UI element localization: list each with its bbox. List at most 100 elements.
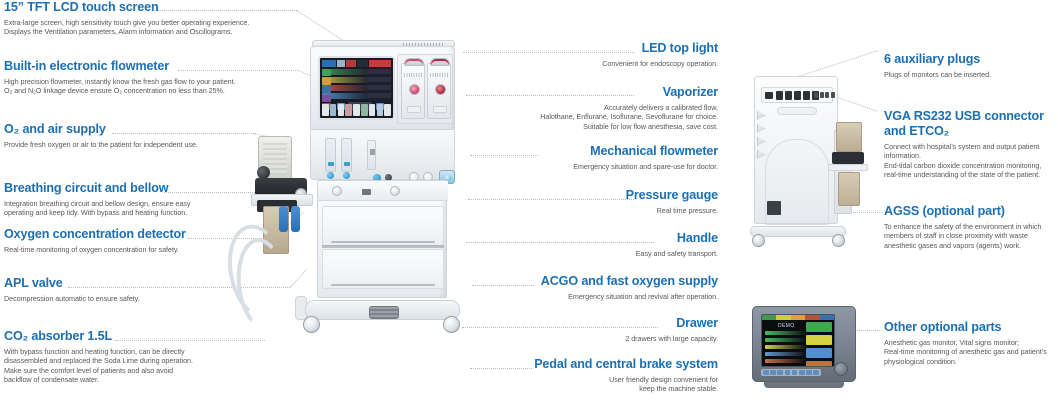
cabinet-work-surface: [318, 181, 448, 201]
auxiliary-plugs-group: [776, 91, 819, 100]
screen-numeric-panel: [367, 69, 391, 101]
vaporizer-bay: [397, 54, 453, 124]
vga-rs232-usb-port-group: [814, 92, 835, 98]
callout-title: VGA RS232 USB connector and ETCO₂: [884, 109, 1044, 138]
flowmeter-knob-2: [343, 172, 350, 179]
machine-cabinet: [317, 180, 448, 298]
callout-title: Built-in electronic flowmeter: [4, 59, 169, 73]
agss-manifold: [832, 152, 864, 164]
callout-title: Vaporizer: [662, 85, 719, 99]
callout-acgo-and-fast-oxygen-supply: ACGO and fast oxygen supply Emergency si…: [440, 274, 718, 301]
monitor-screen: DEMO: [761, 314, 835, 367]
vaporizer-label: [404, 73, 422, 77]
rs232-port: [819, 92, 824, 98]
rear-service-hatch: [767, 201, 781, 215]
breathing-circuit-connector-1: [279, 206, 288, 232]
auxiliary-plug: [776, 91, 783, 100]
etco2-port: [830, 92, 835, 98]
callout-description: Easy and safety transport.: [635, 248, 718, 258]
cabinet-knob-right: [390, 186, 400, 196]
screen-center-field: [348, 102, 372, 111]
callout-title: Drawer: [676, 316, 718, 330]
callout-title: ACGO and fast oxygen supply: [540, 274, 718, 288]
callout-description: Provide fresh oxygen or air to the patie…: [4, 139, 198, 149]
screen-waveforms: [322, 69, 370, 101]
callout-led-top-light: LED top light Convenient for endoscopy o…: [440, 41, 718, 68]
drawer-lower: [322, 249, 444, 289]
callout-tft-lcd-touch-screen: 15” TFT LCD touch screen Extra-large scr…: [4, 0, 304, 37]
main-power-inlet: [765, 92, 773, 99]
vaporizer-unit-2: [427, 58, 451, 119]
rear-machine-base: [750, 226, 846, 237]
callout-description: Real-time monitoring of oxygen concentra…: [4, 244, 179, 254]
callout-title: AGSS (optional part): [884, 204, 1005, 218]
callout-other-optional-parts: Other optional parts Anesthetic gas moni…: [884, 320, 1058, 366]
callout-description: Anesthetic gas monitor, Vital signs moni…: [884, 337, 1047, 366]
monitor-stand: [764, 382, 844, 388]
vaporizer-sight-glass: [433, 106, 447, 113]
rear-caster-wheel-right: [832, 234, 845, 247]
callout-description: Emergency situation and spare-use for do…: [573, 161, 718, 171]
hose-hooks: [757, 111, 766, 163]
callout-title: Pressure gauge: [625, 188, 719, 202]
rear-machine-body: [754, 76, 838, 225]
monitor-button-row: [761, 369, 821, 376]
callout-description: Convenient for endoscopy operation.: [602, 58, 718, 68]
callout-mechanical-flowmeter: Mechanical flowmeter Emergency situation…: [440, 144, 718, 171]
callout-description: Decompression automatic to ensure safety…: [4, 293, 140, 303]
callout-vga-rs232-usb-connector-etco2: VGA RS232 USB connector and ETCO₂ Connec…: [884, 109, 1058, 180]
callout-description: With bypass function and heating functio…: [4, 346, 193, 385]
tft-lcd-screen: [318, 56, 395, 120]
led-top-light-strip: [403, 42, 445, 46]
auxiliary-plug: [785, 91, 792, 100]
callout-title: Breathing circuit and bellow: [4, 181, 169, 195]
drawer-divider: [322, 245, 444, 248]
flowmeter-knob-1: [327, 172, 334, 179]
callout-description: Extra-large screen, high sensitivity tou…: [4, 17, 250, 37]
callout-built-in-electronic-flowmeter: Built-in electronic flowmeter High preci…: [4, 59, 304, 96]
caster-wheel-left: [303, 316, 320, 333]
monitor-top-bar: [762, 315, 834, 320]
rear-connector-panel: [761, 87, 835, 103]
callout-apl-valve: APL valve Decompression automatic to ens…: [4, 276, 304, 303]
vaporizer-sight-glass: [407, 106, 421, 113]
usb-port: [825, 92, 829, 98]
callout-breathing-circuit-and-bellow: Breathing circuit and bellow Integration…: [4, 181, 304, 218]
callout-title: Oxygen concentration detector: [4, 227, 186, 241]
rear-panel-arch: [765, 139, 829, 225]
vaporizer-unit-1: [401, 58, 425, 119]
cabinet-knob-left: [332, 186, 342, 196]
screen-status-bar: [322, 60, 391, 67]
callout-title: APL valve: [4, 276, 63, 290]
oxygen-concentration-detector-slot: [367, 140, 376, 170]
callout-title: CO₂ absorber 1.5L: [4, 329, 113, 343]
callout-pressure-gauge: Pressure gauge Real time pressure.: [440, 188, 719, 215]
callout-title: LED top light: [641, 41, 719, 55]
auxiliary-plug: [794, 91, 801, 100]
callout-auxiliary-plugs: 6 auxiliary plugs Plugs of monitors can …: [884, 52, 1058, 79]
vaporizer-filler-cap: [404, 58, 424, 66]
callout-description: Emergency situation and revival after op…: [568, 291, 718, 301]
callout-o2-and-air-supply: O₂ and air supply Provide fresh oxygen o…: [4, 122, 304, 149]
callout-vaporizer: Vaporizer Accurately delivers a calibrat…: [440, 85, 718, 131]
callout-description: User friendly design convenient for keep…: [609, 374, 718, 394]
patient-monitor-illustration: DEMO: [752, 306, 862, 392]
callout-agss-optional-part: AGSS (optional part) To enhance the safe…: [884, 204, 1058, 250]
callout-description: 2 drawers with large capacity.: [625, 333, 718, 343]
mechanical-flowmeter-tube-2: [341, 138, 352, 172]
callout-title: Handle: [676, 231, 718, 245]
breathing-circuit-connector-2: [291, 206, 300, 232]
callout-title: 15” TFT LCD touch screen: [4, 0, 159, 14]
callout-title: Mechanical flowmeter: [590, 144, 718, 158]
callout-title: Pedal and central brake system: [534, 357, 718, 371]
drawer-upper: [322, 206, 444, 246]
monitor-rotary-knob: [834, 362, 848, 376]
agss-shelf: [828, 164, 868, 171]
vaporizer-concentration-dial: [435, 84, 446, 95]
callout-handle: Handle Easy and safety transport.: [440, 231, 718, 258]
callout-title: Other optional parts: [884, 320, 1002, 334]
caster-wheel-right: [443, 316, 460, 333]
vaporizer-concentration-dial: [409, 84, 420, 95]
callout-description: Connect with hospital’s system and outpu…: [884, 141, 1042, 180]
